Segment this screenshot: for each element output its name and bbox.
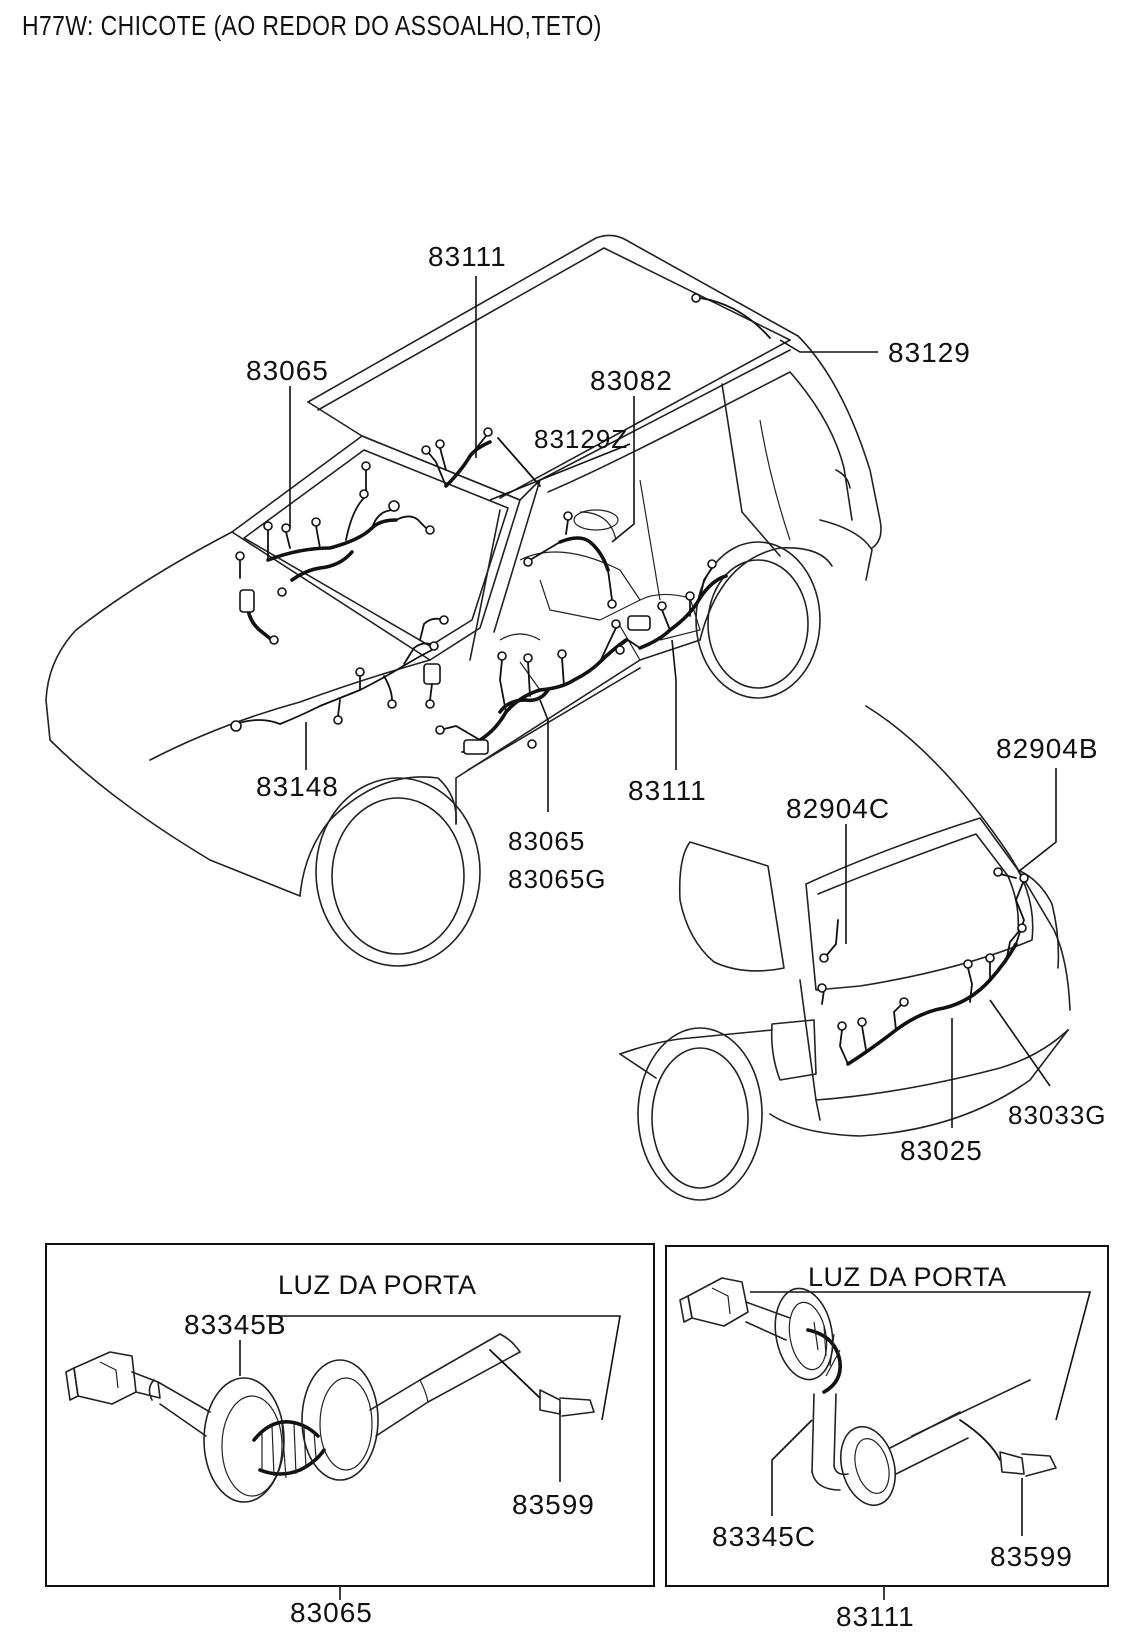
label-83065-top: 83065 <box>246 355 329 386</box>
detail-right-labels: 83345C 83599 83111 <box>712 1521 1073 1632</box>
page-title: H77W: CHICOTE (AO REDOR DO ASSOALHO,TETO… <box>22 10 602 41</box>
front-part-labels: 83111 83065 83082 83129Z 83129 83148 831… <box>246 241 971 894</box>
label-83148: 83148 <box>256 771 339 802</box>
label-83129: 83129 <box>888 337 971 368</box>
detail-box-left: LUZ DA PORTA <box>45 1243 655 1587</box>
label-83065-mid: 83065 <box>508 826 585 856</box>
label-83345B: 83345B <box>184 1309 287 1340</box>
front-vehicle-outline <box>45 234 882 967</box>
detail-left-leaders <box>239 1340 561 1600</box>
label-83111-top: 83111 <box>428 241 507 272</box>
rear-harness-routing <box>821 873 1025 1066</box>
label-83599-left: 83599 <box>512 1489 595 1520</box>
label-83033G: 83033G <box>1008 1100 1107 1130</box>
label-83111-mid: 83111 <box>628 775 707 806</box>
label-83599-right: 83599 <box>990 1541 1073 1572</box>
label-83065G: 83065G <box>508 864 607 894</box>
rear-vehicle-outline <box>619 705 1071 1201</box>
label-82904C: 82904C <box>786 793 890 824</box>
detail-right-title: LUZ DA PORTA <box>808 1262 1007 1292</box>
front-leader-lines <box>289 276 878 812</box>
rear-connectors <box>817 867 1029 1031</box>
detail-right-leaders <box>771 1419 1023 1600</box>
label-82904B: 82904B <box>996 733 1099 764</box>
label-83345C: 83345C <box>712 1521 816 1552</box>
front-connectors <box>230 293 717 749</box>
detail-left-labels: 83345B 83599 83065 <box>184 1309 595 1628</box>
detail-left-title: LUZ DA PORTA <box>278 1270 477 1300</box>
label-83111-bottom: 83111 <box>836 1601 915 1632</box>
detail-box-right: LUZ DA PORTA <box>665 1245 1109 1587</box>
label-83065-bottom: 83065 <box>290 1597 373 1628</box>
label-83082: 83082 <box>590 365 673 396</box>
label-83129Z: 83129Z <box>534 424 628 454</box>
label-83025: 83025 <box>900 1135 983 1166</box>
rear-leader-lines <box>845 768 1057 1128</box>
rear-part-labels: 82904B 82904C 83033G 83025 <box>786 733 1107 1166</box>
